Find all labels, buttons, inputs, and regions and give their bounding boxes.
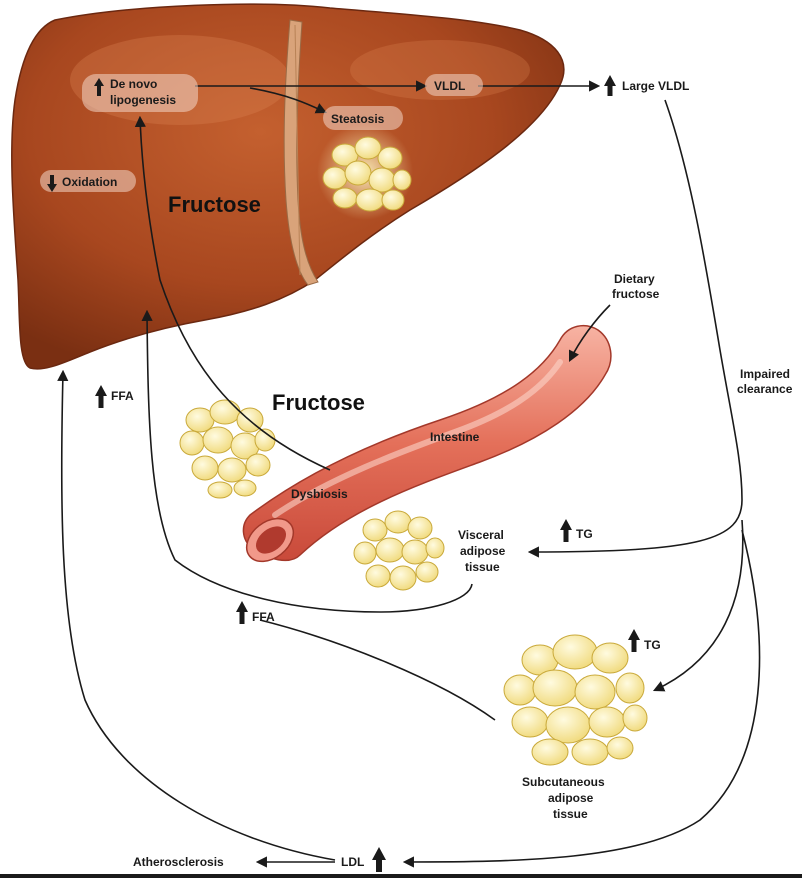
line-subcut-ffa: [260, 620, 495, 720]
impaired-label: Impaired: [740, 367, 790, 381]
up-arrow-icon: [604, 75, 616, 96]
visceral-fat-cluster: [354, 511, 444, 590]
tg-visceral-label: TG: [576, 527, 593, 541]
large-vldl-label: Large VLDL: [622, 79, 689, 93]
dysbiosis-label: Dysbiosis: [291, 487, 348, 501]
subcutaneous-label: Subcutaneous: [522, 775, 605, 789]
fructose-gut-label: Fructose: [272, 390, 365, 415]
fructose-dietary-label: fructose: [612, 287, 660, 301]
tg-subcut-label: TG: [644, 638, 661, 652]
visceral-tissue-label: tissue: [465, 560, 500, 574]
up-arrow-icon: [372, 847, 386, 872]
de-novo-label: De novo: [110, 77, 157, 91]
up-arrow-icon: [95, 385, 107, 408]
ffa-mid-label: FFA: [252, 610, 275, 624]
vldl-label: VLDL: [434, 79, 465, 93]
fructose-liver-label: Fructose: [168, 192, 261, 217]
steatosis-fat-cluster: [317, 124, 413, 220]
up-arrow-icon: [236, 601, 248, 624]
clearance-label: clearance: [737, 382, 793, 396]
atherosclerosis-label: Atherosclerosis: [133, 855, 224, 869]
lipogenesis-label: lipogenesis: [110, 93, 176, 107]
intestine-label: Intestine: [430, 430, 480, 444]
up-arrow-icon: [560, 519, 572, 542]
ldl-label: LDL: [341, 855, 364, 869]
up-arrow-icon: [628, 629, 640, 652]
arrow-to-visceral-tg: [530, 500, 742, 552]
steatosis-label: Steatosis: [331, 112, 385, 126]
ffa-top-label: FFA: [111, 389, 134, 403]
subcut-tissue-label: tissue: [553, 807, 588, 821]
line-large-vldl-down: [665, 100, 742, 500]
gut-fat-cluster: [180, 400, 275, 498]
arrow-to-subcut-tg: [655, 520, 743, 690]
dietary-label: Dietary: [614, 272, 655, 286]
visceral-label: Visceral: [458, 528, 504, 542]
subcut-adipose-label: adipose: [548, 791, 594, 805]
bottom-border: [0, 874, 802, 878]
oxidation-label: Oxidation: [62, 175, 117, 189]
subcutaneous-fat-cluster: [504, 635, 647, 765]
visceral-adipose-label: adipose: [460, 544, 506, 558]
